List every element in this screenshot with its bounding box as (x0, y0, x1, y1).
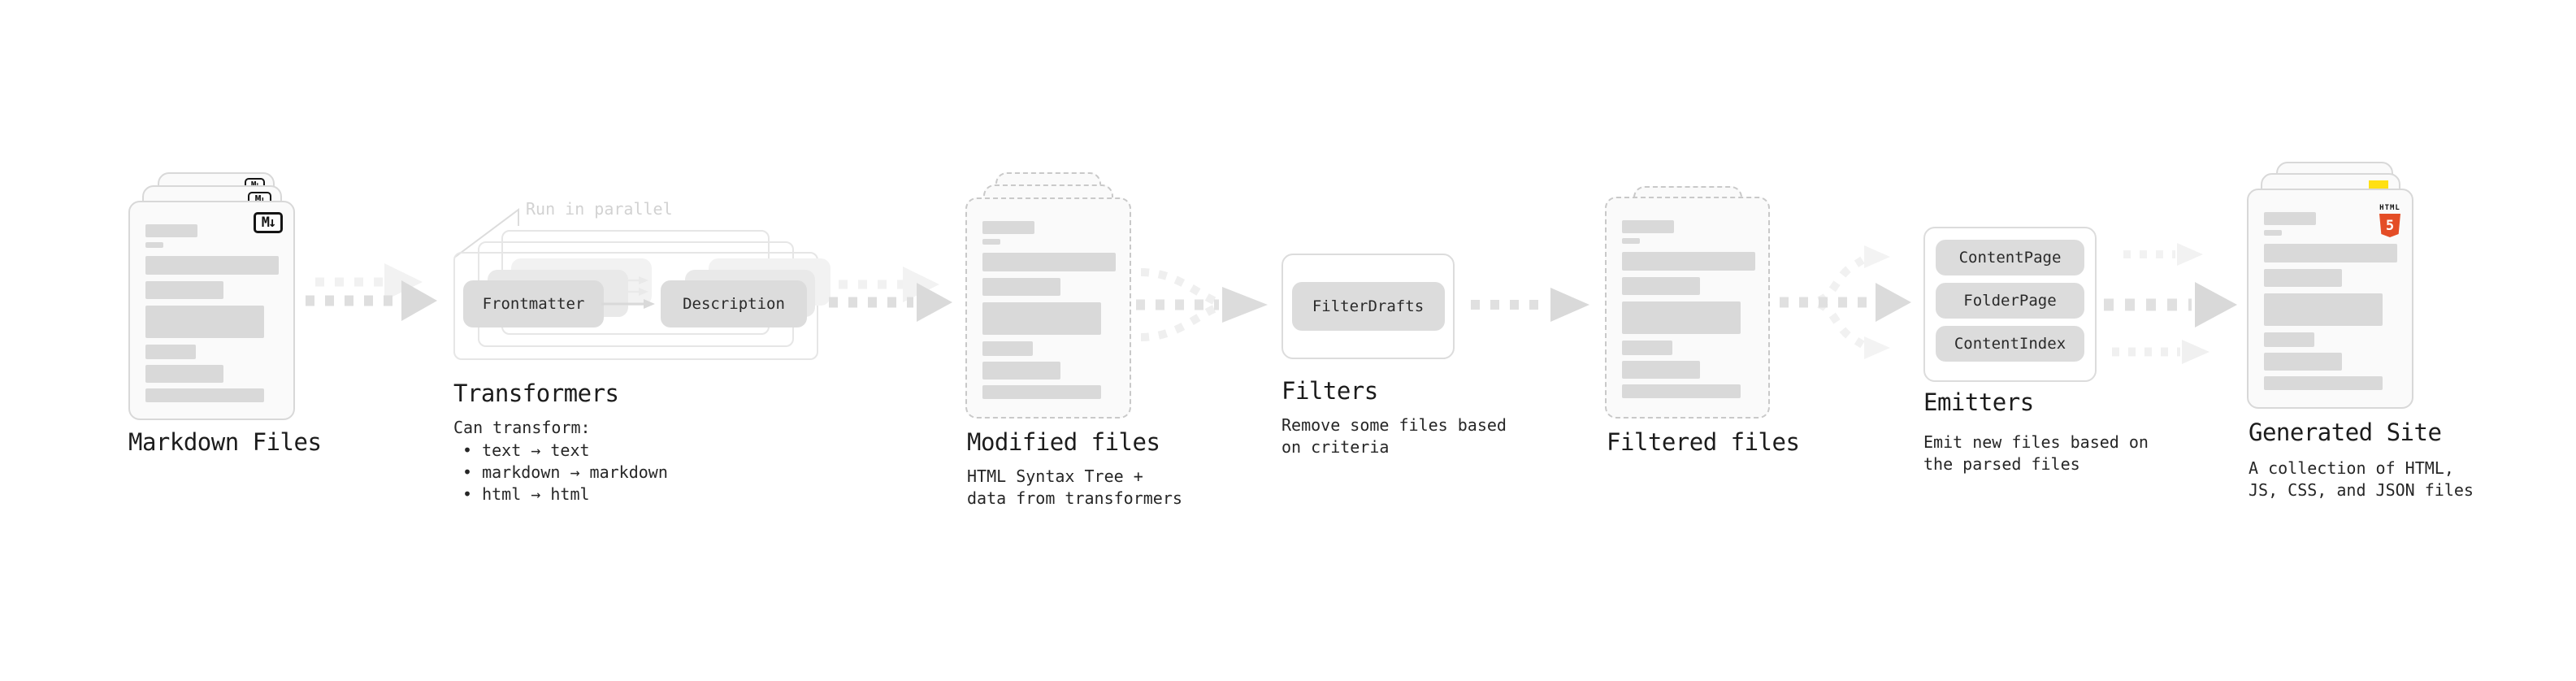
placeholder-bar (2264, 230, 2282, 236)
placeholder-bar (982, 278, 1060, 296)
placeholder-bar (982, 362, 1060, 380)
modified-files-label: Modified files (967, 428, 1160, 456)
desc-line: data from transformers (967, 488, 1182, 508)
arrow-filters-to-filtered (1471, 288, 1589, 322)
placeholder-bar (2264, 353, 2342, 371)
placeholder-bar (2264, 332, 2314, 347)
annotation-bracket-line (453, 208, 519, 258)
placeholder-bar (2264, 244, 2397, 262)
arrow-emitters-to-site (2104, 243, 2237, 364)
placeholder-bar (982, 253, 1116, 271)
placeholder-bar (1622, 238, 1640, 244)
run-in-parallel-annotation: Run in parallel (526, 199, 673, 219)
placeholder-bar (145, 388, 264, 402)
markdown-icon: M↓ (254, 212, 283, 233)
file-content-placeholder (982, 221, 1116, 399)
parallel-arrows (601, 276, 655, 309)
placeholder-bar (2264, 269, 2342, 287)
placeholder-bar (1622, 340, 1672, 355)
file-card-html: HTML 5 (2247, 189, 2413, 409)
placeholder-bar (145, 365, 223, 383)
stage-modified-files: Modified files HTML Syntax Tree + data f… (965, 172, 1182, 508)
placeholder-bar (982, 239, 1000, 245)
placeholder-bar (982, 341, 1033, 356)
transformer-frame-front (453, 252, 818, 360)
filter-chip-filterdrafts: FilterDrafts (1291, 282, 1445, 331)
file-content-placeholder (1622, 220, 1755, 398)
desc-line: on criteria (1281, 437, 1390, 457)
file-content-placeholder (145, 224, 279, 402)
transformers-description: Can transform: (453, 417, 591, 439)
html5-icon-shield: 5 (2379, 214, 2400, 237)
transformers-label: Transformers (453, 380, 619, 407)
placeholder-bar (982, 385, 1101, 399)
emitters-description: Emit new files based on the parsed files (1923, 432, 2149, 475)
placeholder-bar (145, 256, 279, 275)
placeholder-bar (1622, 384, 1741, 398)
modified-files-description: HTML Syntax Tree + data from transformer… (967, 466, 1182, 510)
filters-description: Remove some files based on criteria (1281, 414, 1507, 458)
stage-markdown-files: M↓ M↓ M↓ Markdown Files (128, 172, 332, 473)
filters-panel: FilterDrafts (1281, 254, 1455, 359)
arrow-filtered-to-emitters (1780, 245, 1911, 359)
stage-generated-site: CSS HTML 5 Generated Site A collection o… (2247, 162, 2474, 511)
html5-icon-label: HTML (2379, 204, 2400, 212)
placeholder-bar (1622, 277, 1700, 295)
transformers-bullets: • text → text • markdown → markdown • ht… (462, 440, 668, 505)
placeholder-bar (145, 224, 197, 237)
bullet-line: • markdown → markdown (462, 462, 668, 482)
stage-filtered-files: Filtered files (1605, 186, 1808, 471)
file-card-front (965, 197, 1131, 419)
desc-line: HTML Syntax Tree + (967, 466, 1143, 486)
emitter-chip-folderpage: FolderPage (1936, 283, 2084, 319)
transformer-step-description: Description (661, 280, 807, 327)
file-card-front: M↓ (128, 201, 295, 420)
desc-line: Remove some files based (1281, 415, 1507, 435)
emitter-chip-contentindex: ContentIndex (1936, 326, 2084, 362)
desc-line: the parsed files (1923, 454, 2080, 474)
file-content-placeholder (2264, 212, 2397, 390)
placeholder-bar (982, 302, 1101, 335)
placeholder-bar (145, 281, 223, 299)
placeholder-bar (1622, 361, 1700, 379)
desc-line: Emit new files based on (1923, 432, 2149, 452)
placeholder-bar (982, 221, 1034, 234)
placeholder-bar (145, 242, 163, 248)
placeholder-bar (145, 306, 264, 338)
placeholder-bar (1622, 252, 1755, 271)
placeholder-bar (2264, 376, 2383, 390)
filters-label: Filters (1281, 377, 1378, 405)
generated-site-label: Generated Site (2249, 419, 2442, 446)
emitters-panel: ContentPage FolderPage ContentIndex (1923, 227, 2097, 382)
generated-site-description: A collection of HTML, JS, CSS, and JSON … (2249, 458, 2474, 501)
emitter-chip-contentpage: ContentPage (1936, 240, 2084, 275)
placeholder-bar (2264, 212, 2316, 225)
file-card-front (1605, 197, 1770, 419)
placeholder-bar (145, 345, 196, 359)
stage-transformers: Run in parallel Frontmatter Description … (453, 199, 835, 504)
stage-filters: FilterDrafts Filters Remove some files b… (1281, 254, 1507, 481)
placeholder-bar (1622, 220, 1674, 233)
stage-emitters: ContentPage FolderPage ContentIndex Emit… (1923, 227, 2149, 487)
arrow-markdown-to-transformers (306, 263, 437, 321)
bullet-line: • text → text (462, 440, 590, 460)
desc-line: JS, CSS, and JSON files (2249, 480, 2474, 500)
desc-line: A collection of HTML, (2249, 458, 2454, 478)
filtered-files-label: Filtered files (1607, 428, 1800, 456)
arrow-modified-to-filters (1136, 268, 1268, 341)
arrow-transformers-to-modified (829, 267, 952, 322)
bullet-line: • html → html (462, 484, 590, 504)
emitters-label: Emitters (1923, 388, 2034, 416)
desc-line: Can transform: (453, 418, 591, 437)
emitter-chip-list: ContentPage FolderPage ContentIndex (1936, 240, 2084, 362)
transformer-step-frontmatter: Frontmatter (463, 280, 604, 327)
markdown-files-label: Markdown Files (128, 428, 322, 456)
placeholder-bar (1622, 301, 1741, 334)
placeholder-bar (2264, 293, 2383, 326)
html5-icon: HTML 5 (2378, 197, 2402, 237)
